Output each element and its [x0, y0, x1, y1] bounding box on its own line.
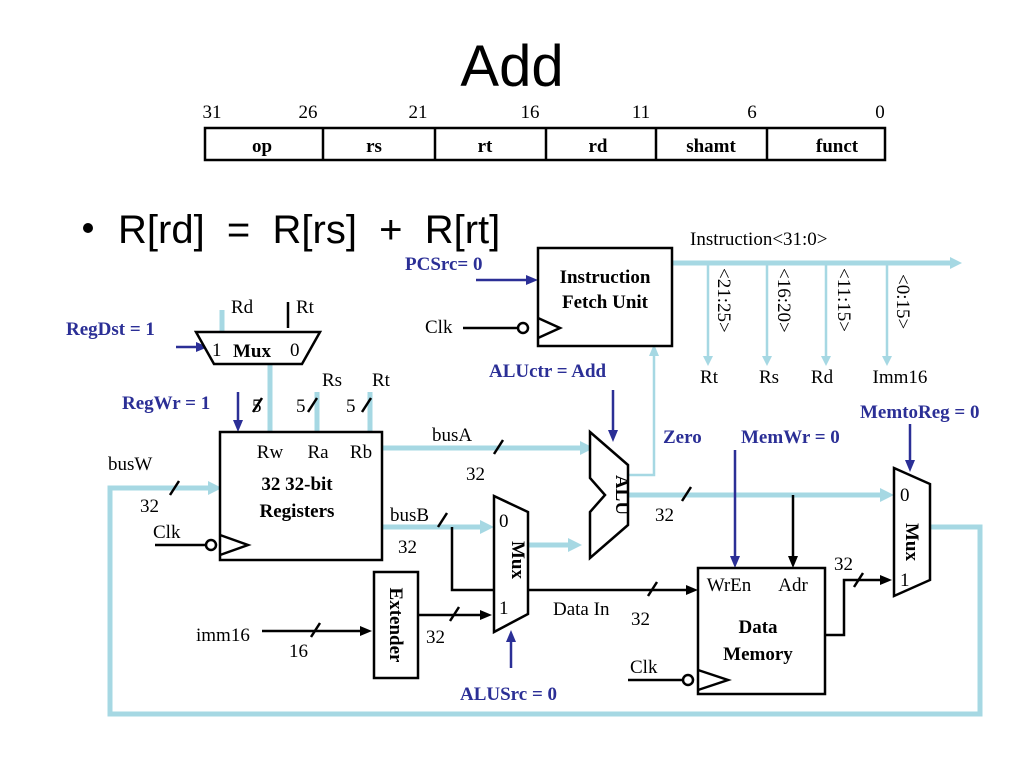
busW-width: 32: [140, 496, 159, 517]
data-memory: WrEn Adr Data Memory: [696, 566, 827, 696]
reg-rs-label: Rs: [322, 370, 342, 391]
fetch-label-2: Fetch Unit: [562, 292, 649, 313]
fetch-label-1: Instruction: [560, 267, 651, 288]
memtoreg-mux: 0 Mux 1: [892, 466, 932, 598]
data-in-label: Data In: [553, 599, 610, 620]
bullet-dot: [83, 223, 93, 233]
busW-wire: [107, 485, 983, 717]
bit-21: 21: [409, 102, 428, 123]
alu-out-width: 32: [655, 505, 674, 526]
alusrc-mux-label: Mux: [507, 541, 528, 580]
instruction-format: 31 26 21 16 11 6 0 op rs rt rd shamt fun…: [203, 102, 887, 162]
imm16-label: imm16: [196, 625, 250, 646]
alusrc-label: ALUSrc = 0: [460, 684, 557, 705]
regfile-label-2: Registers: [260, 501, 335, 522]
field-funct: funct: [816, 136, 859, 157]
slice-21-25: <21:25>: [713, 268, 734, 333]
instruction-fetch-unit: Instruction Fetch Unit: [536, 246, 674, 348]
control-wires: [176, 275, 915, 668]
regwr-label: RegWr = 1: [122, 393, 210, 414]
bit-26: 26: [299, 102, 318, 123]
regdst-mux: 1 Mux 0: [193, 330, 323, 366]
bit-6: 6: [747, 102, 757, 123]
field-op: op: [252, 136, 272, 157]
out-rs: Rs: [759, 367, 779, 388]
reg-clk: Clk: [153, 522, 181, 543]
alu-label: ALU: [611, 475, 632, 515]
width-rw: 5: [252, 396, 262, 417]
slice-11-15: <11:15>: [833, 268, 854, 332]
mem-out-width: 32: [834, 554, 853, 575]
control-labels: PCSrc= 0 RegDst = 1 RegWr = 1 ALUctr = A…: [66, 254, 980, 705]
bit-11: 11: [632, 102, 650, 123]
zero-wire: [628, 352, 656, 477]
memwr-label: MemWr = 0: [741, 427, 840, 448]
port-rb: Rb: [350, 442, 372, 463]
mux-rt-label: Rt: [296, 297, 315, 318]
memtoreg-mux-in1: 1: [900, 570, 910, 591]
bit-16: 16: [521, 102, 540, 123]
out-imm16: Imm16: [873, 367, 928, 388]
mem-wren: WrEn: [707, 575, 752, 596]
bit-0: 0: [875, 102, 885, 123]
port-rw: Rw: [257, 442, 284, 463]
slice-16-20: <16:20>: [773, 268, 794, 333]
busA-width: 32: [466, 464, 485, 485]
buses: [107, 257, 983, 717]
port-ra: Ra: [307, 442, 329, 463]
extender-label: Extender: [385, 588, 406, 664]
data-in-wire: [450, 527, 688, 592]
regdst-mux-label: Mux: [233, 341, 272, 362]
bullet-equation: R[rd] = R[rs] + R[rt]: [118, 208, 500, 252]
width-rb: 5: [346, 396, 356, 417]
field-shamt: shamt: [686, 136, 736, 157]
fetch-clk: Clk: [425, 317, 453, 338]
busB-label: busB: [390, 505, 429, 526]
pcsrc-label: PCSrc= 0: [405, 254, 483, 275]
field-rt: rt: [478, 136, 493, 157]
aluctr-label: ALUctr = Add: [489, 361, 607, 382]
memtoreg-mux-in0: 0: [900, 485, 910, 506]
mem-label-2: Memory: [723, 644, 793, 665]
field-rd: rd: [589, 136, 608, 157]
labels: Instruction<31:0> <21:25> <16:20> <11:15…: [108, 229, 927, 678]
extender: Extender: [372, 570, 420, 680]
alusrc-mux-in0: 0: [499, 511, 509, 532]
mux-rd-label: Rd: [231, 297, 254, 318]
busB-width: 32: [398, 537, 417, 558]
register-file: Rw Ra Rb 32 32-bit Registers: [218, 430, 384, 562]
data-in-width: 32: [631, 609, 650, 630]
regdst-mux-in1: 1: [212, 340, 222, 361]
out-rt: Rt: [700, 367, 719, 388]
slide-title: Add: [460, 34, 563, 99]
reg-rt-label: Rt: [372, 370, 391, 391]
regfile-label-1: 32 32-bit: [261, 474, 333, 495]
busA-label: busA: [432, 425, 472, 446]
imm16-width: 16: [289, 641, 308, 662]
memtoreg-mux-label: Mux: [901, 523, 922, 562]
memtoreg-label: MemtoReg = 0: [860, 402, 980, 423]
wires: [155, 302, 892, 687]
bit-31: 31: [203, 102, 222, 123]
regdst-label: RegDst = 1: [66, 319, 155, 340]
mem-label-1: Data: [738, 617, 778, 638]
alusrc-mux-in1: 1: [499, 598, 509, 619]
alusrc-mux: 0 Mux 1: [492, 494, 530, 635]
ext-out-width: 32: [426, 627, 445, 648]
alu: ALU: [588, 429, 632, 561]
mem-clk: Clk: [630, 657, 658, 678]
regdst-mux-in0: 0: [290, 340, 300, 361]
slice-0-15: <0:15>: [892, 274, 913, 329]
zero-label: Zero: [663, 427, 702, 448]
width-ra: 5: [296, 396, 306, 417]
busW-label: busW: [108, 454, 152, 475]
instruction-bus-label: Instruction<31:0>: [690, 229, 828, 250]
field-rs: rs: [366, 136, 382, 157]
mem-adr: Adr: [778, 575, 808, 596]
out-rd: Rd: [811, 367, 834, 388]
